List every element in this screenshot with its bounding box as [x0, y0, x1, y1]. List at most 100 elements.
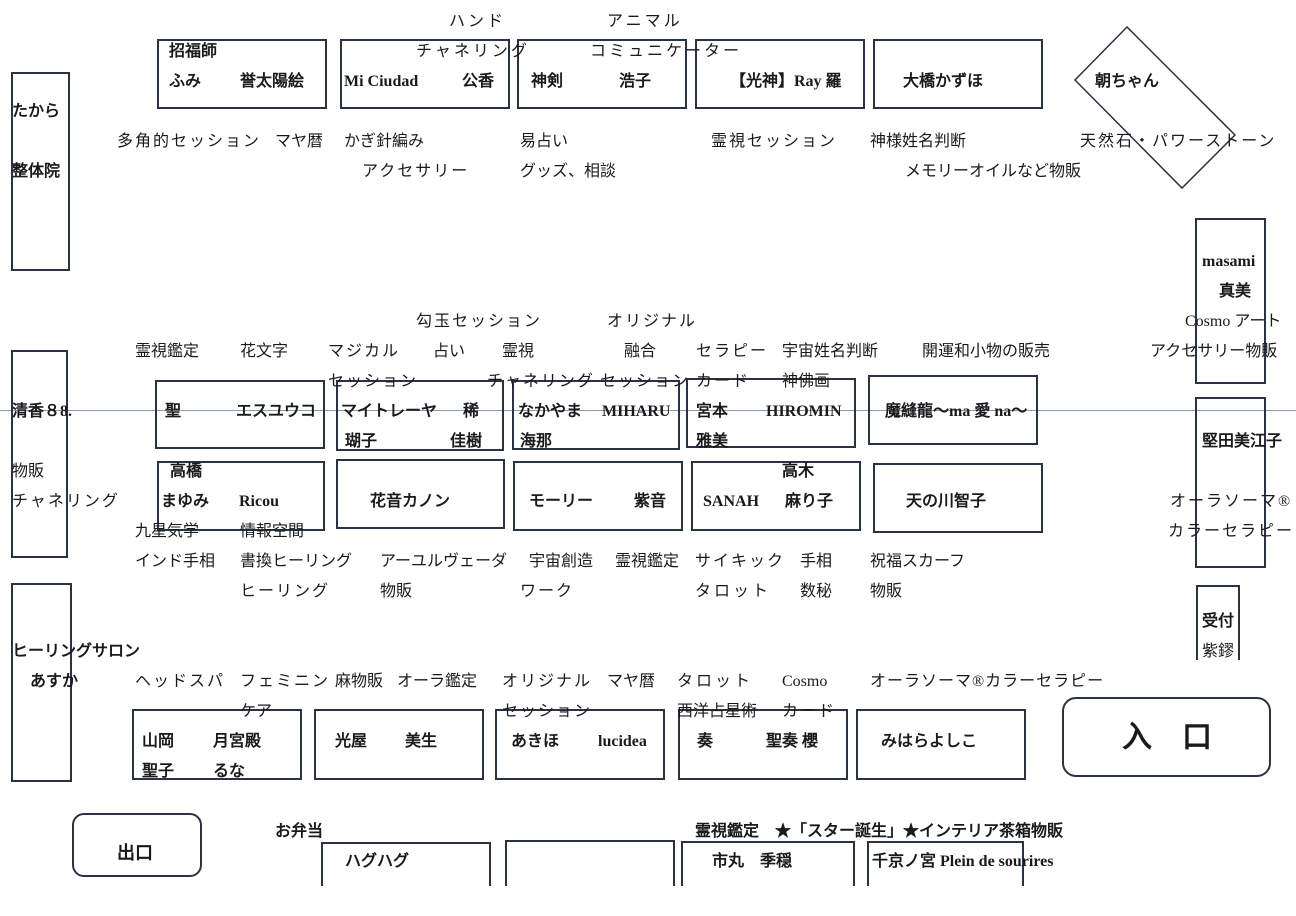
booth-katada[interactable]	[1195, 397, 1266, 568]
service-label: Cosmo	[782, 673, 828, 690]
booth-shofukushi[interactable]	[157, 39, 327, 109]
service-label: ヘッドスパ	[135, 673, 226, 690]
exit-label: 出口	[117, 843, 153, 863]
service-label: お弁当	[275, 823, 324, 840]
service-label: グッズ、相談	[520, 163, 617, 180]
service-label: 霊視鑑定 ★「スター誕生」★インテリア茶箱物販	[695, 823, 1064, 840]
booth-mahouryu[interactable]	[868, 375, 1038, 445]
service-label: サイキック	[695, 553, 786, 570]
booth-nakayama[interactable]	[512, 380, 680, 450]
booth-name: 奏	[697, 733, 714, 750]
booth-name: MIHARU	[602, 403, 671, 420]
booth-mihara[interactable]	[856, 709, 1026, 780]
service-label: セッション	[502, 703, 593, 720]
booth-name: 魔縫龍～ma 愛 na～	[885, 403, 1028, 420]
booth-takara[interactable]	[11, 72, 70, 271]
service-label: オーラソーマ®カラーセラピー	[870, 673, 1105, 690]
service-label: ヒーリング	[240, 583, 331, 600]
booth-ohashi[interactable]	[873, 39, 1043, 109]
booth-name: masami	[1202, 253, 1256, 270]
service-label: マジカル	[328, 343, 401, 360]
service-label: 多角的セッション	[117, 133, 262, 150]
booth-mori[interactable]	[513, 461, 683, 531]
service-label: 祝福スカーフ	[870, 553, 966, 570]
booth-name: 紫鏐	[1202, 643, 1235, 660]
booth-name: 真美	[1219, 283, 1252, 300]
booth-name: 瑚子	[345, 433, 378, 450]
booth-name: 月宮殿	[213, 733, 262, 750]
booth-takagi[interactable]	[691, 461, 861, 531]
booth-name: 市丸 季穏	[712, 853, 793, 870]
booth-name: 海那	[520, 433, 553, 450]
booth-name: ハグハグ	[345, 853, 410, 870]
booth-yamaoka[interactable]	[132, 709, 302, 780]
booth-name: SANAH	[703, 493, 760, 510]
booth-name: Ricou	[239, 493, 279, 510]
booth-uketsuke[interactable]	[1196, 585, 1240, 660]
service-label: 西洋占星術	[677, 703, 758, 720]
service-label: アーユルヴェーダ	[380, 553, 508, 570]
booth-name: 堅田美江子	[1202, 433, 1283, 450]
service-label: オーラソーマ®	[1170, 493, 1293, 510]
service-label: かぎ針編み	[344, 133, 425, 150]
booth-name: 山岡	[142, 733, 175, 750]
entrance-label: 入 口	[1122, 721, 1212, 754]
booth-name: 美生	[405, 733, 438, 750]
entrance[interactable]	[1062, 697, 1271, 777]
booth-name: エスユウコ	[236, 403, 317, 420]
booth-mitsuya[interactable]	[314, 709, 484, 780]
service-label: 霊視鑑定	[615, 553, 680, 570]
booth-kanade[interactable]	[678, 709, 848, 780]
booth-name: 高橋	[170, 463, 203, 480]
booth-asuka[interactable]	[11, 583, 72, 782]
booth-akiho[interactable]	[495, 709, 665, 780]
service-label: タロット	[677, 673, 754, 690]
booth-name: みはらよしこ	[881, 733, 978, 750]
booth-kanon[interactable]	[336, 459, 505, 529]
booth-kenken[interactable]	[517, 39, 687, 109]
service-label: フェミニン	[240, 673, 331, 690]
booth-miyamoto[interactable]	[686, 378, 856, 448]
booth-kojin-ray[interactable]	[695, 39, 865, 109]
booth-name: マイトレーヤ	[341, 403, 438, 420]
booth-amanogawa[interactable]	[873, 463, 1043, 533]
booth-name: 高木	[782, 463, 815, 480]
service-label: アクセサリー	[362, 163, 470, 180]
service-label: アニマル	[607, 13, 683, 30]
booth-name: 浩子	[619, 73, 652, 90]
booth-maitreya[interactable]	[336, 380, 504, 451]
service-label: カード	[782, 703, 837, 720]
booth-name: lucidea	[598, 733, 647, 750]
service-label: セッション	[328, 373, 419, 390]
exit[interactable]	[72, 813, 202, 877]
booth-ichimaru[interactable]	[681, 841, 855, 886]
service-label: ケア	[240, 703, 273, 720]
booth-hijiri[interactable]	[155, 380, 325, 449]
service-label: 物販	[870, 583, 903, 600]
booth-name: 公香	[462, 73, 495, 90]
service-label: 霊視セッション	[711, 133, 838, 150]
service-label: 宇宙姓名判断	[782, 343, 879, 360]
booth-sayaka[interactable]	[11, 350, 68, 558]
booth-note: チャネリング	[12, 493, 120, 510]
booth-hughug[interactable]	[321, 842, 491, 886]
booth-name: あきほ	[511, 733, 560, 750]
booth-note: 物販	[12, 463, 45, 480]
booth-empty[interactable]	[505, 840, 675, 886]
booth-takahashi[interactable]	[157, 461, 325, 531]
booth-name: 神剣	[531, 73, 564, 90]
booth-name: 千京ノ宮 Plein de sourires	[872, 853, 1054, 870]
booth-name: まゆみ	[161, 493, 210, 510]
booth-name: 清香８8.	[12, 403, 73, 420]
booth-mi-ciudad[interactable]	[340, 39, 510, 109]
booth-senkyonomiya[interactable]	[867, 841, 1024, 886]
booth-name: 宮本	[696, 403, 729, 420]
booth-name: あすか	[30, 673, 79, 690]
service-label: チャネリング	[487, 373, 595, 390]
service-label: アクセサリー物販	[1150, 343, 1278, 360]
service-label: 数秘	[800, 583, 833, 600]
booth-name: 天の川智子	[906, 493, 987, 510]
service-label: マヤ暦	[607, 673, 656, 690]
booth-masami[interactable]	[1195, 218, 1266, 384]
